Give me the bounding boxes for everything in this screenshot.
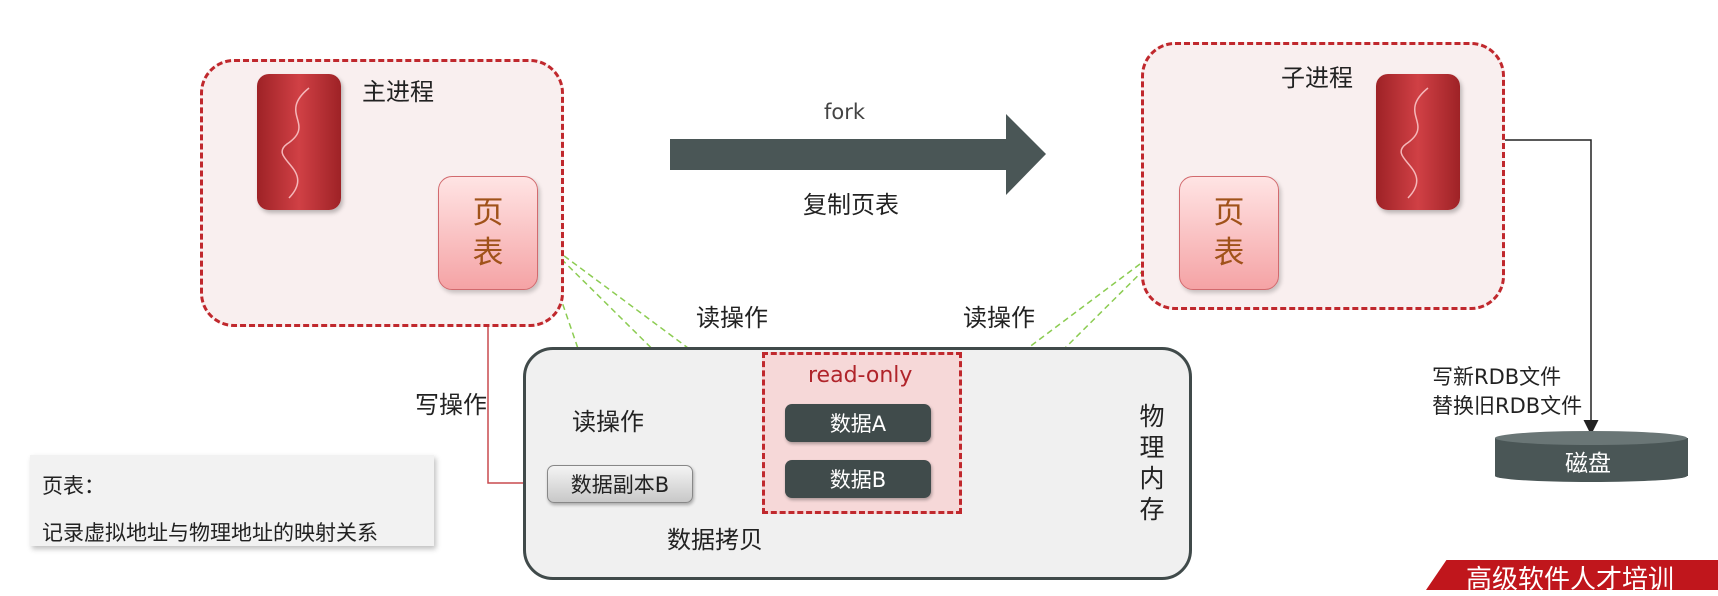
read-only-label: read-only xyxy=(808,363,913,388)
disk-label: 磁盘 xyxy=(1565,451,1611,477)
corner-banner: 高级软件人才培训 xyxy=(1426,560,1718,590)
data-a-block: 数据A xyxy=(785,404,931,442)
fork-label: fork xyxy=(824,100,866,124)
read-line-child-to-a xyxy=(929,233,1181,422)
data-b-block: 数据B xyxy=(785,460,931,498)
main-page-table: 页表 xyxy=(438,176,538,290)
physical-memory-label: 物理内存 xyxy=(1139,402,1165,524)
child-page-table: 页表 xyxy=(1179,176,1279,290)
data-copy-b-block: 数据副本B xyxy=(547,465,693,503)
disk-cylinder xyxy=(1495,431,1688,482)
note-body: 记录虚拟地址与物理地址的映射关系 xyxy=(42,521,378,545)
main-page-table-label: 页表 xyxy=(472,195,504,271)
page-table-note: 页表： 记录虚拟地址与物理地址的映射关系 xyxy=(30,455,434,546)
read-label-right: 读操作 xyxy=(963,304,1035,332)
main-process-title: 主进程 xyxy=(362,78,434,106)
corner-banner-text: 高级软件人才培训 xyxy=(1466,565,1675,595)
copy-data-label: 数据拷贝 xyxy=(667,526,763,554)
disk-write-line1: 写新RDB文件 xyxy=(1432,365,1562,389)
read-label-left: 读操作 xyxy=(696,304,768,332)
child-page-table-label: 页表 xyxy=(1213,195,1245,271)
read-label-copy: 读操作 xyxy=(572,408,644,436)
note-title: 页表： xyxy=(42,474,105,498)
fork-arrow xyxy=(670,114,1046,195)
write-label: 写操作 xyxy=(415,391,487,419)
main-thread-icon xyxy=(257,74,341,210)
child-process-title: 子进程 xyxy=(1281,64,1353,92)
disk-write-line2: 替换旧RDB文件 xyxy=(1432,394,1583,418)
fork-caption: 复制页表 xyxy=(803,191,899,219)
child-thread-icon xyxy=(1376,74,1460,210)
